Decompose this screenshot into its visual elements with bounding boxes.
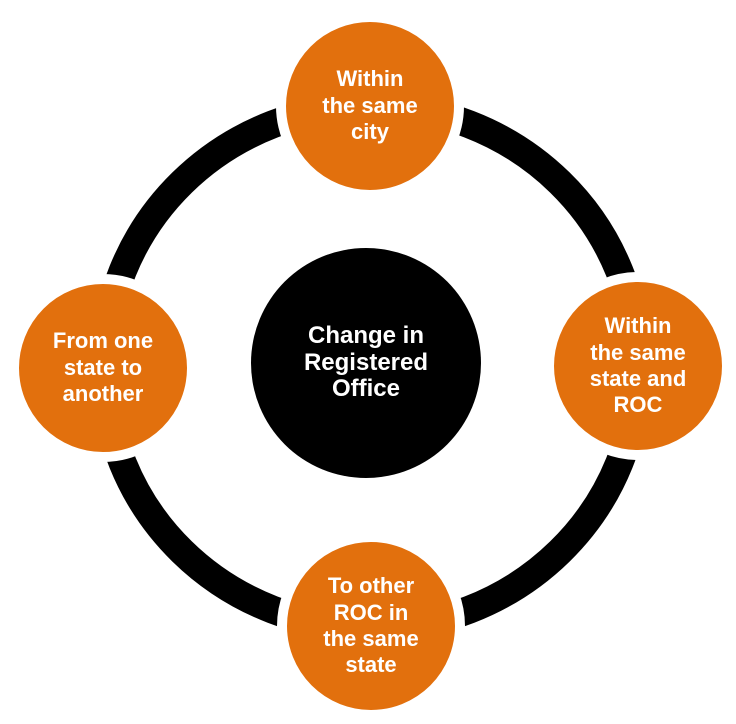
node-bottom-label: To other ROC in the same state xyxy=(323,573,419,678)
center-node-label: Change in Registered Office xyxy=(303,322,429,403)
node-within-the-same-city: Within the same city xyxy=(276,12,464,200)
center-node-change-in-registered-office: Change in Registered Office xyxy=(251,248,481,478)
node-right-label: Within the same state and ROC xyxy=(589,313,687,418)
node-to-other-roc-in-the-same-state: To other ROC in the same state xyxy=(277,532,465,720)
node-left-label: From one state to another xyxy=(52,328,154,407)
node-top-label: Within the same city xyxy=(322,66,418,145)
node-from-one-state-to-another: From one state to another xyxy=(9,274,197,462)
node-within-the-same-state-and-roc: Within the same state and ROC xyxy=(544,272,732,460)
